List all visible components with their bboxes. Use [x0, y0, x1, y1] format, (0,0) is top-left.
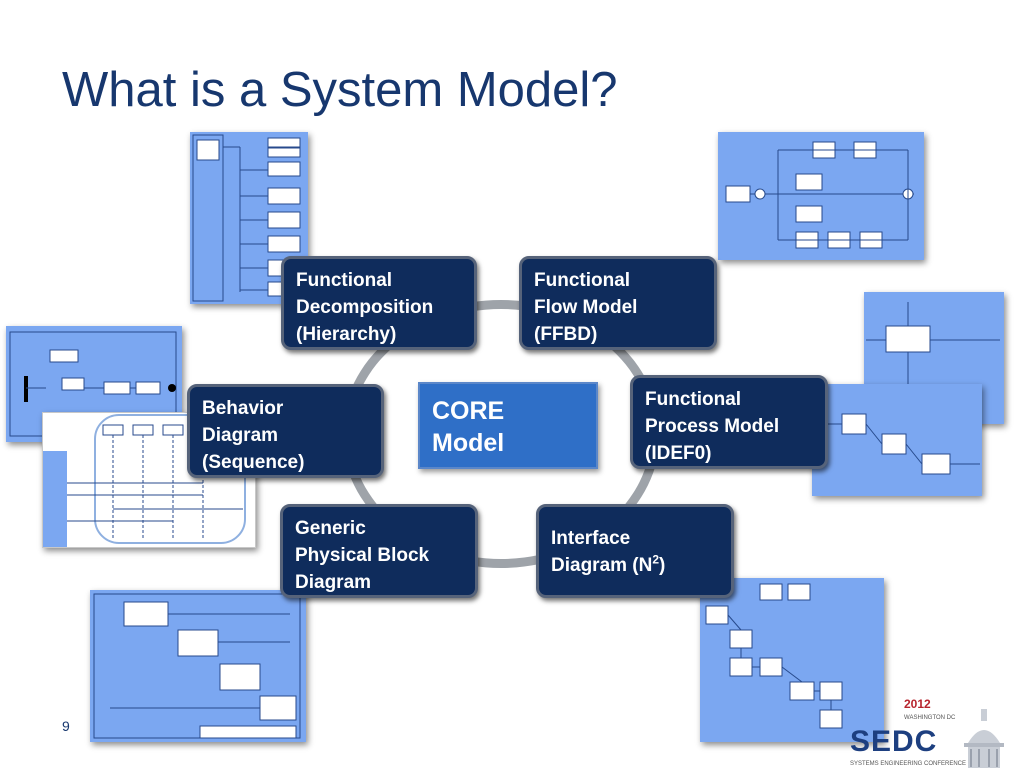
- ffbd-diagram-thumbnail: [718, 132, 924, 260]
- functional-decomposition-box: Functional Decomposition (Hierarchy): [281, 256, 477, 350]
- behavior-diagram-box: Behavior Diagram (Sequence): [187, 384, 384, 478]
- sequence-diagram-thumbnail: [42, 412, 256, 548]
- idef0-diagram-thumbnail-front: [812, 384, 982, 496]
- functional-flow-line1: Functional: [534, 270, 631, 291]
- functional-flow-line2: Flow Model: [534, 297, 638, 318]
- sedc-logo-graphic: 2012 WASHINGTON DC SEDC SYSTEMS ENGINEER…: [850, 697, 1004, 768]
- functional-process-line2: Process Model: [645, 416, 780, 437]
- physical-block-line1: Generic: [295, 518, 366, 539]
- functional-decomposition-line1: Functional: [296, 270, 393, 291]
- functional-process-line1: Functional: [645, 389, 742, 410]
- page-number: 9: [62, 718, 70, 734]
- svg-text:2012: 2012: [904, 697, 931, 711]
- interface-diagram-box: Interface Diagram (N2): [536, 504, 734, 598]
- interface-line2-prefix: Diagram (N: [551, 555, 653, 576]
- core-model-box: CORE Model: [418, 382, 598, 469]
- core-model-line2: Model: [432, 429, 505, 457]
- slide-title: What is a System Model?: [62, 63, 618, 117]
- interface-line2: Diagram (N2): [551, 552, 719, 579]
- sedc-logo: 2012 WASHINGTON DC SEDC SYSTEMS ENGINEER…: [848, 695, 1024, 768]
- physical-block-diagram-thumbnail: [90, 590, 306, 742]
- functional-decomposition-line3: (Hierarchy): [296, 324, 397, 345]
- functional-process-model-box: Functional Process Model (IDEF0): [630, 375, 828, 469]
- physical-block-diagram-box: Generic Physical Block Diagram: [280, 504, 478, 598]
- functional-flow-model-box: Functional Flow Model (FFBD): [519, 256, 717, 350]
- svg-text:WASHINGTON DC: WASHINGTON DC: [904, 715, 956, 721]
- svg-text:SYSTEMS ENGINEERING CONFERENCE: SYSTEMS ENGINEERING CONFERENCE: [850, 761, 966, 767]
- physical-block-line2: Physical Block: [295, 545, 430, 566]
- behavior-line3: (Sequence): [202, 452, 305, 473]
- behavior-line1: Behavior: [202, 398, 284, 419]
- interface-line2-superscript: 2: [652, 552, 660, 567]
- physical-block-line3: Diagram: [295, 572, 372, 593]
- functional-process-line3: (IDEF0): [645, 443, 712, 464]
- behavior-line2: Diagram: [202, 425, 279, 446]
- svg-text:SEDC: SEDC: [850, 725, 937, 758]
- interface-line1: Interface: [551, 528, 631, 549]
- functional-flow-line3: (FFBD): [534, 324, 598, 345]
- core-model-line1: CORE: [432, 397, 505, 425]
- functional-decomposition-line2: Decomposition: [296, 297, 434, 318]
- interface-line2-suffix: ): [659, 555, 666, 576]
- n2-diagram-thumbnail: [700, 578, 884, 742]
